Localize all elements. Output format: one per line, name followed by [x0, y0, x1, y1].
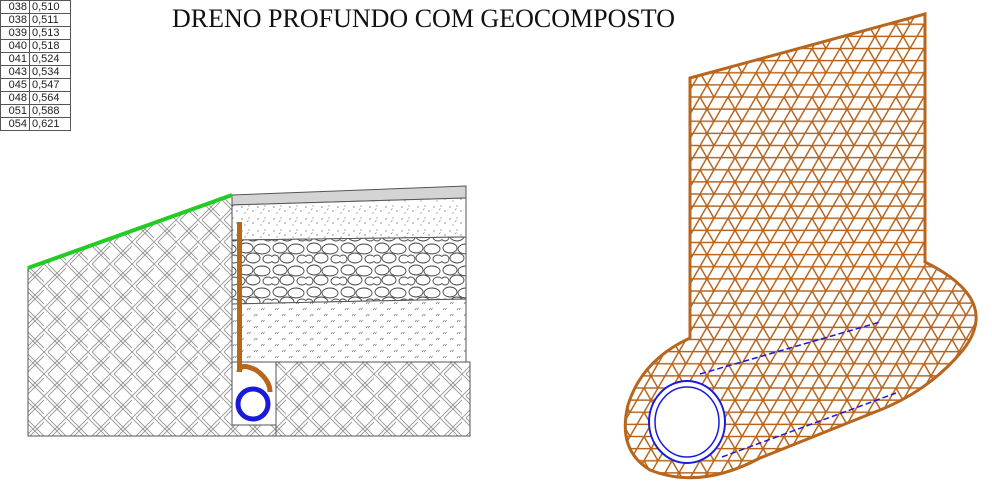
geocomposite-detail	[623, 12, 978, 480]
diagram-title: DRENO PROFUNDO COM GEOCOMPOSTO	[172, 4, 675, 33]
table-cell-value: 0,547	[29, 78, 71, 92]
table-cell-index: 039	[0, 26, 30, 40]
table-cell-value: 0,534	[29, 65, 71, 79]
table-cell-value: 0,511	[29, 13, 71, 27]
geocomposite-strip	[237, 222, 242, 372]
cross-section-group	[27, 185, 471, 437]
grass-line	[27, 193, 233, 270]
pipe-inner-ring	[654, 386, 720, 458]
subbase-layer	[231, 298, 467, 363]
geocomposite-wrap	[236, 364, 273, 393]
table-cell-index: 048	[0, 91, 30, 105]
table-cell-value: 0,513	[29, 26, 71, 40]
drain-pipe	[235, 386, 271, 422]
soil-right	[275, 361, 471, 437]
table-cell-value: 0,621	[29, 117, 71, 131]
rock-layer	[231, 236, 467, 305]
detail-group	[623, 12, 978, 480]
table-cell-index: 040	[0, 39, 30, 53]
table-cell-index: 051	[0, 104, 30, 118]
base-layer-sand	[231, 197, 467, 241]
pipe-detail	[648, 321, 897, 464]
